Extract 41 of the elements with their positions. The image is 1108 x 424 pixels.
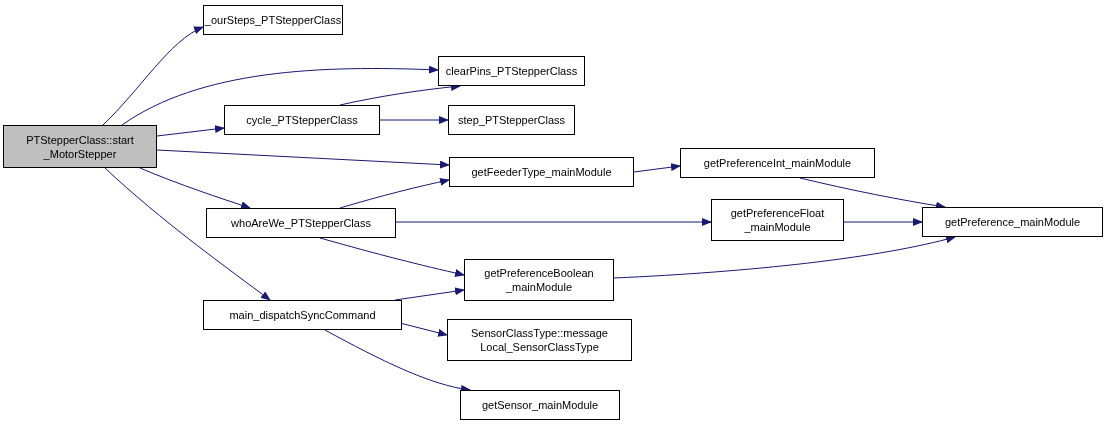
function-box — [447, 319, 632, 361]
function-name: clearPins_PTStepperClass — [445, 64, 578, 78]
function-box — [448, 105, 575, 135]
function-name: getPreference_mainModule — [944, 215, 1081, 229]
function-box — [922, 207, 1103, 237]
arrow — [121, 65, 439, 126]
function-box — [449, 157, 634, 187]
function-name: _ourSteps_PTStepperClass — [204, 13, 342, 27]
arrow — [104, 167, 271, 301]
function-box — [464, 259, 614, 301]
function-name: getPreferenceInt_mainModule — [703, 156, 852, 170]
function-name: getPreferenceBoolean _mainModule — [483, 266, 595, 294]
arrow — [319, 237, 465, 277]
arrow — [633, 163, 681, 173]
arrow — [339, 177, 450, 209]
function-name: getSensor_mainModule — [481, 398, 599, 412]
function-name: getFeederType_mainModule — [471, 165, 612, 179]
arrow — [379, 116, 449, 124]
function-box — [438, 56, 585, 86]
arrow — [613, 235, 956, 279]
function-name: getPreferenceFloat _mainModule — [729, 206, 826, 234]
function-name: step_PTStepperClass — [458, 113, 565, 127]
function-name: main_dispatchSyncCommand — [229, 308, 376, 322]
arrow — [843, 218, 923, 226]
arrow — [156, 149, 450, 169]
function-name: whoAreWe_PTStepperClass — [231, 216, 371, 230]
function-name: cycle_PTStepperClass — [246, 113, 358, 127]
arrow — [395, 218, 712, 226]
function-box — [680, 148, 875, 178]
function-name: SensorClassType::message Local_SensorClassType — [470, 326, 609, 354]
function-box — [203, 5, 343, 35]
function-box — [206, 208, 396, 238]
function-name: PTStepperClass::start _MotorStepper — [25, 132, 135, 161]
function-box — [460, 390, 620, 420]
arrow — [139, 167, 251, 209]
arrow — [156, 125, 225, 137]
arrow — [102, 26, 204, 126]
function-box — [203, 300, 402, 330]
function-box — [224, 105, 380, 135]
function-box — [3, 125, 157, 168]
function-box — [711, 199, 844, 241]
